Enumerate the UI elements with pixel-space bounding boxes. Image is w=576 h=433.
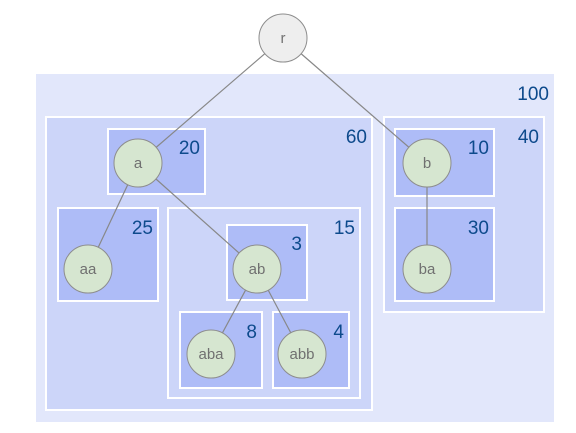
- node-r-circle: [258, 13, 308, 63]
- node-ba-circle: [402, 244, 452, 294]
- node-aba: aba: [186, 329, 236, 379]
- node-a: a: [113, 138, 163, 188]
- node-aa-circle: [63, 244, 113, 294]
- value-aa: 25: [132, 218, 153, 239]
- node-abb-circle: [277, 329, 327, 379]
- value-abb: 4: [333, 322, 344, 343]
- value-aba: 8: [246, 322, 257, 343]
- node-ab: ab: [232, 244, 282, 294]
- node-aa: aa: [63, 244, 113, 294]
- edge-a-ab: [137, 162, 258, 270]
- value-a: 20: [179, 138, 200, 159]
- node-abb-label: abb: [289, 346, 314, 363]
- node-b-label: b: [423, 155, 431, 172]
- value-ab: 3: [291, 234, 302, 255]
- node-ab-label: ab: [249, 261, 266, 278]
- node-a-label: a: [134, 155, 143, 172]
- node-ba-label: ba: [419, 261, 436, 278]
- node-aba-circle: [186, 329, 236, 379]
- value-b: 10: [468, 138, 489, 159]
- node-aba-label: aba: [198, 346, 224, 363]
- node-abb: abb: [277, 329, 327, 379]
- node-r-label: r: [281, 30, 286, 47]
- node-a-circle: [113, 138, 163, 188]
- node-r: r: [258, 13, 308, 63]
- value-ba: 30: [468, 218, 489, 239]
- node-aa-label: aa: [80, 261, 97, 278]
- node-ba: ba: [402, 244, 452, 294]
- node-ab-circle: [232, 244, 282, 294]
- value-ab-group: 15: [334, 218, 355, 239]
- node-b-circle: [402, 138, 452, 188]
- edge-r-b: [282, 37, 428, 164]
- value-a-group: 60: [346, 127, 367, 148]
- node-b: b: [402, 138, 452, 188]
- value-b-group: 40: [518, 127, 539, 148]
- value-outer: 100: [517, 84, 549, 105]
- edge-r-a: [137, 37, 284, 164]
